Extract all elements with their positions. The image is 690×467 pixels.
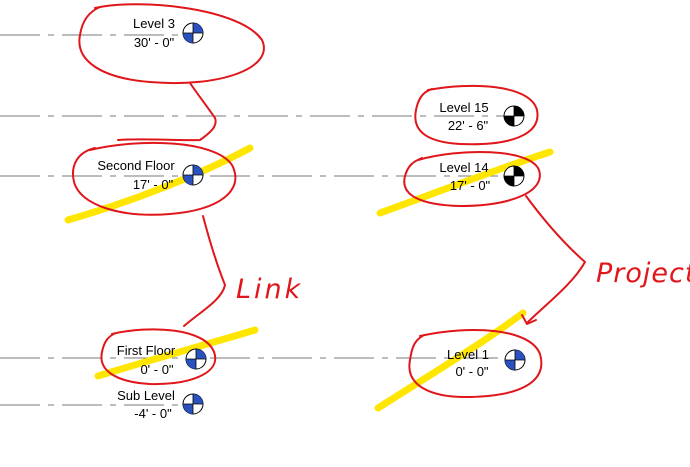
first-floor-elevation: 0' - 0" xyxy=(140,362,173,377)
level-markers xyxy=(182,22,526,415)
connector-level-14-to-level-1 xyxy=(525,195,586,323)
level-14-name: Level 14 xyxy=(439,160,488,175)
level-3-name: Level 3 xyxy=(133,16,175,31)
level-3-marker-icon xyxy=(182,22,204,44)
second-floor-elevation: 17' - 0" xyxy=(133,177,174,192)
highlight-first-floor xyxy=(94,326,259,380)
connector-second-floor-to-first-floor xyxy=(183,215,226,327)
circle-level-14 xyxy=(403,150,541,207)
sub-level-marker-icon xyxy=(182,393,204,415)
connector-level-3-to-second-floor xyxy=(117,82,217,142)
circle-level-15 xyxy=(414,84,539,146)
sub-level-elevation: -4' - 0" xyxy=(134,406,172,421)
sub-level-name: Sub Level xyxy=(117,388,175,403)
level-14-elevation: 17' - 0" xyxy=(450,178,491,193)
second-floor-marker-icon xyxy=(182,164,204,186)
project-annotation: Project xyxy=(596,258,690,289)
level-1-name: Level 1 xyxy=(447,347,489,362)
level-3-elevation: 30' - 0" xyxy=(134,35,175,50)
highlight-level-14 xyxy=(376,148,554,217)
circle-level-3 xyxy=(78,3,265,84)
level-15-marker-icon xyxy=(503,105,525,127)
yellow-highlights xyxy=(64,144,554,412)
level-lines xyxy=(0,34,505,406)
level-1-elevation: 0' - 0" xyxy=(455,364,488,379)
first-floor-marker-icon xyxy=(185,348,207,370)
link-annotation: Link xyxy=(236,274,303,305)
left-level-labels: Level 3 30' - 0" Second Floor 17' - 0" F… xyxy=(97,16,176,421)
level-15-name: Level 15 xyxy=(439,100,488,115)
highlight-level-1 xyxy=(374,309,527,412)
level-1-marker-icon xyxy=(504,349,526,371)
circle-second-floor xyxy=(72,141,237,216)
level-14-marker-icon xyxy=(503,165,525,187)
circle-first-floor xyxy=(100,328,217,386)
first-floor-name: First Floor xyxy=(117,343,176,358)
right-level-labels: Level 15 22' - 6" Level 14 17' - 0" Leve… xyxy=(439,100,490,379)
arrowhead-level-1 xyxy=(521,314,537,325)
level-15-elevation: 22' - 6" xyxy=(448,118,489,133)
second-floor-name: Second Floor xyxy=(97,158,175,173)
red-markup xyxy=(72,3,586,399)
circle-level-1 xyxy=(408,329,543,399)
